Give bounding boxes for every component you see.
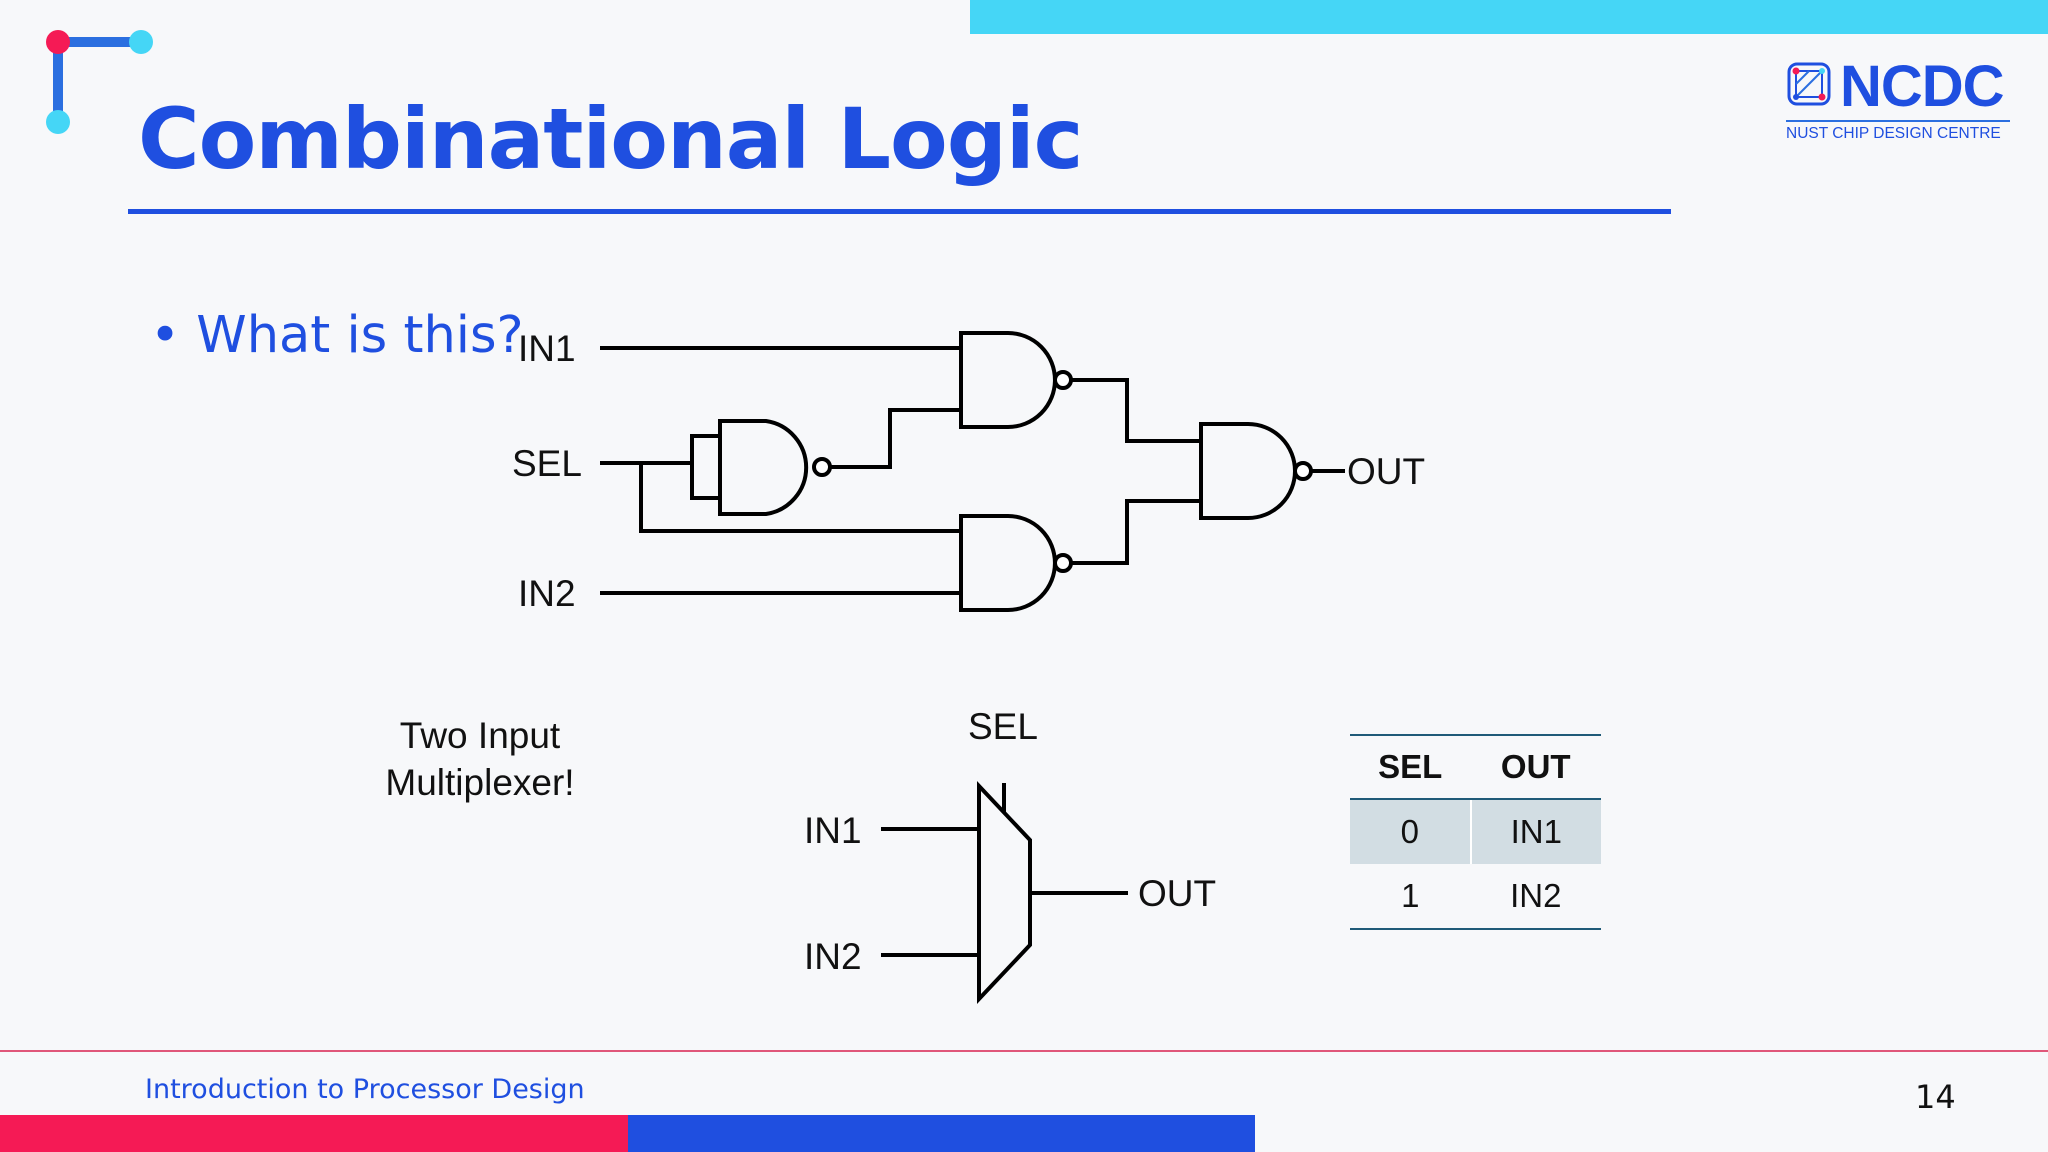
caption-line-1: Two Input: [399, 715, 561, 756]
inverter-input-block: [690, 434, 722, 500]
footer-course-title: Introduction to Processor Design: [145, 1074, 585, 1105]
caption-line-2: Multiplexer!: [385, 762, 575, 803]
table-header-out: OUT: [1470, 734, 1601, 800]
nand-gate-bottom-bubble: [1053, 553, 1073, 573]
ncdc-logo: NCDC NUST CHIP DESIGN CENTRE: [1786, 57, 2012, 145]
corner-decoration: [46, 30, 153, 134]
nand-gate-output-bubble: [1293, 461, 1313, 481]
label-in2: IN2: [518, 573, 576, 614]
chip-logo-icon: [1787, 62, 1831, 106]
label-out: OUT: [1347, 451, 1425, 492]
logo-subtitle: NUST CHIP DESIGN CENTRE: [1786, 125, 2001, 142]
logo-divider: [1786, 120, 2010, 122]
nand-gate-bottom: [959, 514, 1057, 612]
bottom-bar-blue: [628, 1115, 1255, 1152]
table-row: 1 IN2: [1350, 864, 1601, 930]
nand-gate-inverter: [718, 419, 809, 516]
mux-trapezoid: [977, 780, 1032, 1005]
footer-divider: [0, 1050, 2048, 1052]
wire-top-to-out: [1071, 378, 1201, 443]
wire-sel-branch: [639, 463, 961, 533]
bullet-question: • What is this?: [150, 306, 524, 365]
nand-gate-top-bubble: [1053, 370, 1073, 390]
table-header-sel: SEL: [1350, 734, 1471, 800]
mux-label-in1: IN1: [804, 810, 862, 851]
wire-bottom-to-out: [1071, 499, 1201, 565]
mux-label-out: OUT: [1138, 873, 1216, 914]
bottom-bar-red: [0, 1115, 628, 1152]
table-cell: 0: [1350, 799, 1471, 864]
top-accent-bar: [970, 0, 2048, 34]
label-in1: IN1: [518, 328, 576, 369]
slide-title: Combinational Logic: [138, 90, 1083, 188]
table-cell: 1: [1350, 864, 1471, 930]
table-row: 0 IN1: [1350, 799, 1601, 864]
truth-table: SEL OUT 0 IN1 1 IN2: [1350, 734, 1601, 930]
label-sel: SEL: [512, 443, 582, 484]
table-cell: IN1: [1469, 799, 1601, 864]
nand-gate-output: [1199, 422, 1297, 520]
nand-gate-inverter-bubble: [812, 457, 832, 477]
logo-wordmark: NCDC: [1840, 54, 2005, 119]
nand-gate-top: [959, 331, 1057, 429]
wire-inverter-out: [830, 408, 961, 469]
mux-caption: Two Input Multiplexer!: [360, 712, 600, 806]
page-number: 14: [1915, 1078, 1956, 1116]
table-cell: IN2: [1470, 864, 1601, 930]
title-underline: [128, 209, 1671, 214]
mux-label-sel: SEL: [968, 706, 1038, 747]
mux-label-in2: IN2: [804, 936, 862, 977]
